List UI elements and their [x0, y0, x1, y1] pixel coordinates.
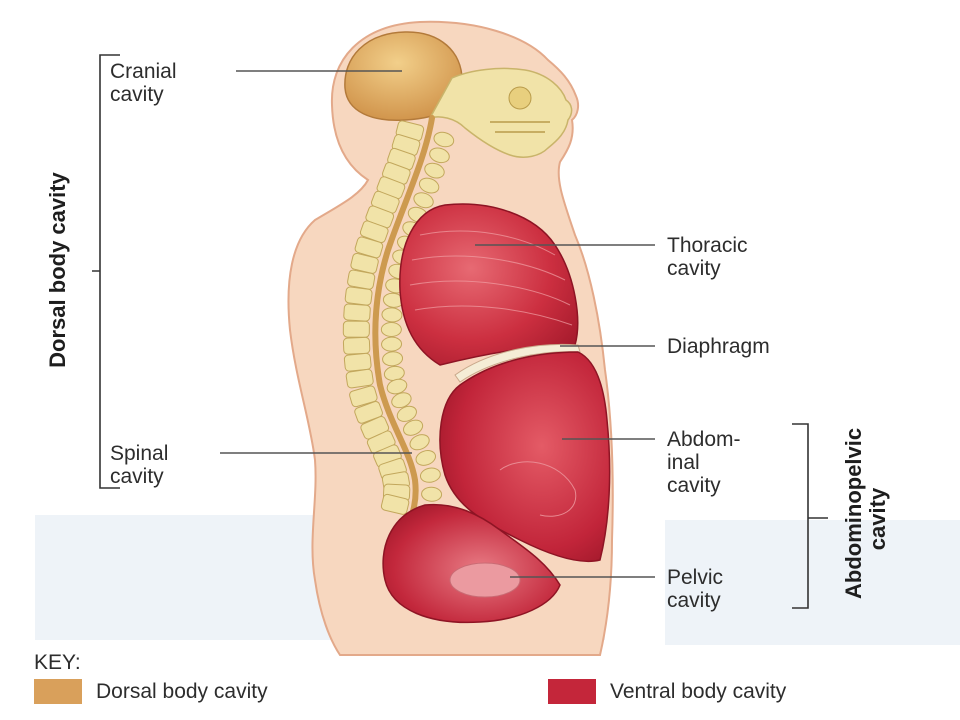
abdominopelvic-cavity-bracket-label: Abdominopelvic cavity: [841, 427, 890, 599]
label-line: Diaphragm: [667, 335, 770, 358]
pelvic-cavity: [382, 503, 561, 624]
label-line: cavity: [110, 465, 164, 488]
vertebral-process: [380, 322, 402, 338]
label-line: cavity: [110, 83, 164, 106]
vertebral-process: [429, 147, 450, 164]
key-label: Dorsal body cavity: [96, 679, 268, 703]
label-line: Abdom-: [667, 428, 741, 451]
vertebral-process: [421, 486, 443, 502]
spinal-cavity: [372, 115, 435, 538]
vertebral-process: [419, 467, 441, 483]
vertebra: [349, 385, 378, 408]
dorsal-swatch: [34, 679, 82, 704]
key-label: Ventral body cavity: [610, 679, 787, 703]
key-item-dorsal: Dorsal body cavity: [34, 679, 268, 704]
vertebral-process: [391, 392, 412, 409]
vertebra: [347, 269, 376, 290]
dorsal-body-cavity-bracket-label: Dorsal body cavity: [45, 172, 70, 368]
vertebral-process: [381, 336, 403, 352]
vertebral-process: [424, 162, 445, 179]
vertebral-process: [409, 434, 430, 451]
cranial-cavity: [344, 31, 463, 121]
label-line: Cranial: [110, 60, 177, 83]
vertebra: [345, 368, 374, 389]
vertebral-process: [418, 177, 440, 194]
abdominopelvic-bracket: [792, 423, 828, 609]
vertebral-process: [396, 405, 417, 422]
vertebra: [354, 401, 383, 424]
key-item-ventral: Ventral body cavity: [548, 679, 786, 704]
vertebral-process: [413, 192, 434, 209]
label-line: inal: [667, 451, 700, 474]
spinal-cavity-label: Spinal cavity: [110, 442, 168, 488]
vertebral-column: [342, 120, 455, 521]
pelvic-cavity-label: Pelvic cavity: [667, 566, 723, 612]
skull-bone: [428, 67, 573, 158]
label-line: Spinal: [110, 442, 169, 465]
dorsal-bracket: [92, 54, 120, 489]
vertebral-process: [433, 131, 455, 148]
cranial-cavity-label: Cranial cavity: [110, 60, 177, 106]
vertebral-process: [415, 450, 437, 466]
label-line: cavity: [667, 257, 721, 280]
vertebral-process: [382, 351, 404, 367]
abdominal-cavity: [439, 351, 611, 563]
label-line: cavity: [667, 589, 721, 612]
abdominal-cavity-label: Abdom- inal cavity: [667, 428, 741, 497]
label-line: Pelvic: [667, 566, 724, 589]
label-line: Abdominopelvic: [841, 427, 866, 599]
label-line: cavity: [667, 474, 721, 497]
vertebra: [343, 352, 372, 372]
vertebral-process: [403, 419, 424, 436]
background-panel: [665, 520, 960, 645]
thoracic-cavity-label: Thoracic cavity: [667, 234, 748, 280]
vertebra: [343, 303, 371, 322]
vertebra: [380, 493, 410, 515]
label-line: Thoracic: [667, 234, 748, 257]
vertebra: [342, 336, 371, 355]
vertebra: [354, 236, 384, 259]
vertebral-process: [381, 307, 403, 323]
vertebra: [350, 252, 379, 274]
key-title: KEY:: [34, 651, 81, 674]
diaphragm-label: Diaphragm: [667, 335, 770, 358]
ventral-swatch: [548, 679, 596, 704]
vertebra: [359, 220, 389, 244]
vertebra: [344, 286, 373, 306]
label-line: cavity: [865, 487, 890, 551]
diaphragm: [454, 343, 581, 383]
vertebra: [342, 320, 370, 338]
